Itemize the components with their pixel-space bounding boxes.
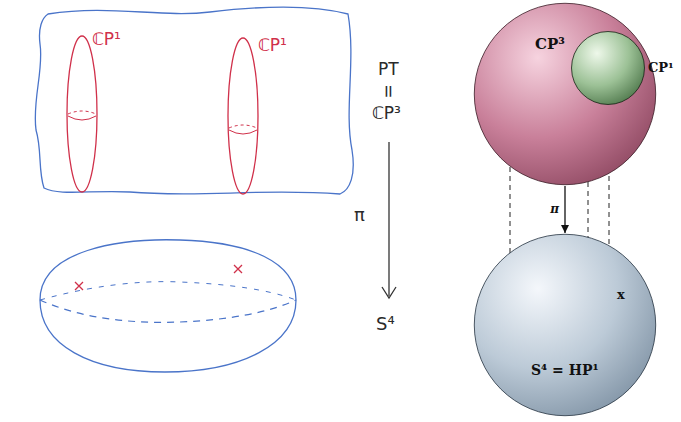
twistor-space-blob	[35, 7, 353, 194]
point-mark	[75, 282, 83, 290]
annotation-label: ℂP¹	[258, 36, 287, 55]
annotation-label: =	[380, 84, 399, 98]
annotation-label: PT	[378, 60, 399, 79]
sphere-equator	[40, 300, 296, 322]
projection-arrow	[564, 186, 565, 233]
sphere-label: S⁴ = HP¹	[531, 363, 599, 378]
sphere-shape	[473, 233, 657, 417]
sphere-node: CP³ CP¹	[473, 2, 657, 186]
sphere-label: CP³	[535, 36, 565, 53]
line-ellipse	[228, 38, 258, 194]
line-ellipse-dash	[229, 125, 257, 128]
line-ellipse-dash	[68, 111, 96, 114]
arrow-head	[382, 287, 396, 298]
point-mark	[234, 265, 242, 273]
line-ellipse-dash	[229, 130, 257, 134]
annotation-label: S⁴	[376, 314, 395, 334]
sphere-sketch	[40, 240, 296, 372]
sphere-equator-back	[40, 282, 296, 300]
line-ellipse	[67, 36, 97, 192]
line-ellipse-dash	[68, 116, 96, 120]
annotation-label: ℂP¹	[92, 30, 121, 49]
annotation-label: ℂP³	[372, 104, 401, 123]
sphere-node: S⁴ = HP¹	[473, 233, 657, 417]
annotation-label: π	[354, 205, 365, 225]
projection-arrow	[388, 142, 389, 296]
sphere-label: CP¹	[648, 61, 674, 75]
sphere-shape	[571, 31, 645, 105]
edge-label: π	[548, 203, 561, 216]
sphere-node: CP¹	[571, 31, 645, 105]
annotation-label: x	[617, 288, 625, 302]
